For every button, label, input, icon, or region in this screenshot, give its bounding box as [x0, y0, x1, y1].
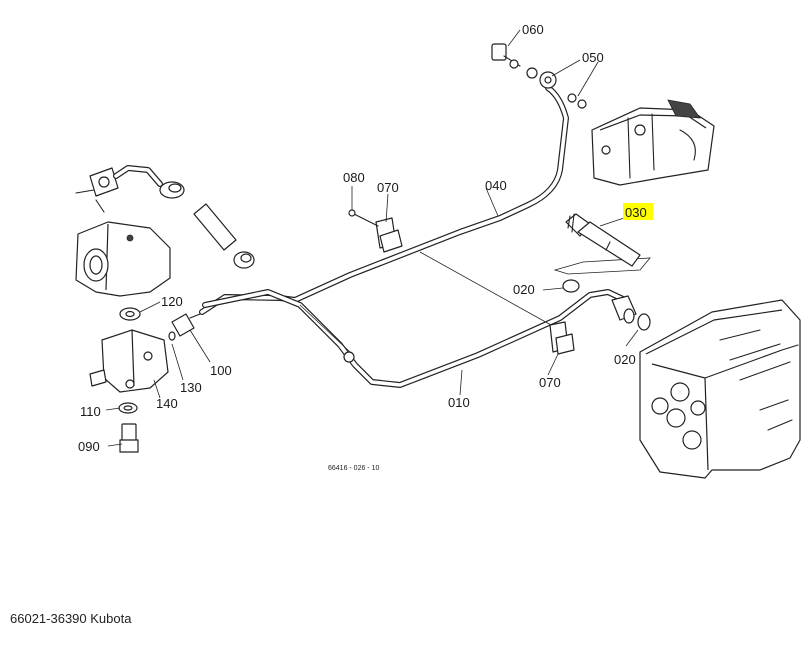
svg-text:110: 110 [80, 404, 101, 419]
drawing-number: 66416 - 026 - 10 [328, 465, 379, 472]
callout-120: 120 [161, 294, 183, 309]
callout-060: 060 [522, 22, 544, 37]
svg-text:040: 040 [485, 178, 507, 193]
callout-020-lower: 020 [614, 352, 636, 367]
pipe-040 [199, 85, 569, 315]
hydraulic-pump [591, 99, 715, 186]
svg-text:130: 130 [180, 380, 202, 395]
left-assembly [75, 165, 255, 453]
svg-text:030: 030 [625, 205, 647, 220]
callout-070-upper: 070 [377, 180, 399, 195]
svg-text:020: 020 [614, 352, 636, 367]
clamp-070-upper [375, 217, 403, 253]
svg-text:010: 010 [448, 395, 470, 410]
callout-050: 050 [582, 50, 604, 65]
callout-040: 040 [485, 178, 507, 193]
svg-text:080: 080 [343, 170, 365, 185]
svg-text:050: 050 [582, 50, 604, 65]
clamp-070-lower [549, 321, 575, 355]
callout-010: 010 [448, 395, 470, 410]
svg-text:140: 140 [156, 396, 178, 411]
callout-090: 090 [78, 439, 100, 454]
banjo-fitting-top [491, 43, 587, 109]
svg-text:090: 090 [78, 439, 100, 454]
pipe-fitting-010-end [343, 351, 355, 363]
leader-lines [105, 29, 639, 447]
callout-020-upper: 020 [513, 282, 535, 297]
bolt-080 [348, 209, 379, 227]
svg-text:070: 070 [539, 375, 561, 390]
svg-text:120: 120 [161, 294, 183, 309]
svg-text:070: 070 [377, 180, 399, 195]
pipe-030 [565, 213, 641, 267]
transmission-housing [639, 299, 801, 479]
callout-080: 080 [343, 170, 365, 185]
svg-text:020: 020 [513, 282, 535, 297]
callout-100: 100 [210, 363, 232, 378]
svg-text:060: 060 [522, 22, 544, 37]
callout-130: 130 [180, 380, 202, 395]
highlight-box [623, 203, 653, 220]
part-caption: 66021-36390 Kubota [10, 611, 132, 626]
assembly-lines [299, 251, 651, 353]
callout-070-lower: 070 [539, 375, 561, 390]
callout-140: 140 [156, 396, 178, 411]
callout-110: 110 [80, 404, 101, 419]
callout-030-highlighted: 030 [623, 203, 653, 220]
pipe-010 [202, 289, 628, 388]
svg-text:100: 100 [210, 363, 232, 378]
o-rings-020 [562, 279, 651, 331]
